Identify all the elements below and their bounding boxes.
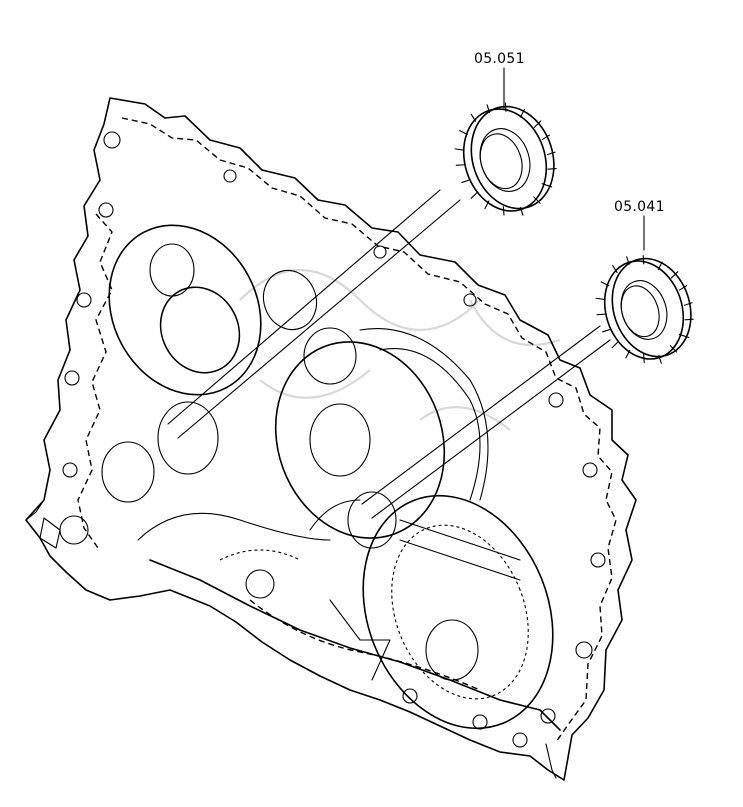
gear-icon — [595, 255, 694, 364]
part-number-label-05-041: 05.041 — [614, 199, 665, 215]
watermark — [239, 269, 561, 431]
transmission-housing-icon — [25, 97, 637, 781]
leader-lines — [167, 67, 645, 519]
gear-icon — [454, 102, 557, 216]
part-number-label-05-051: 05.051 — [474, 51, 525, 67]
